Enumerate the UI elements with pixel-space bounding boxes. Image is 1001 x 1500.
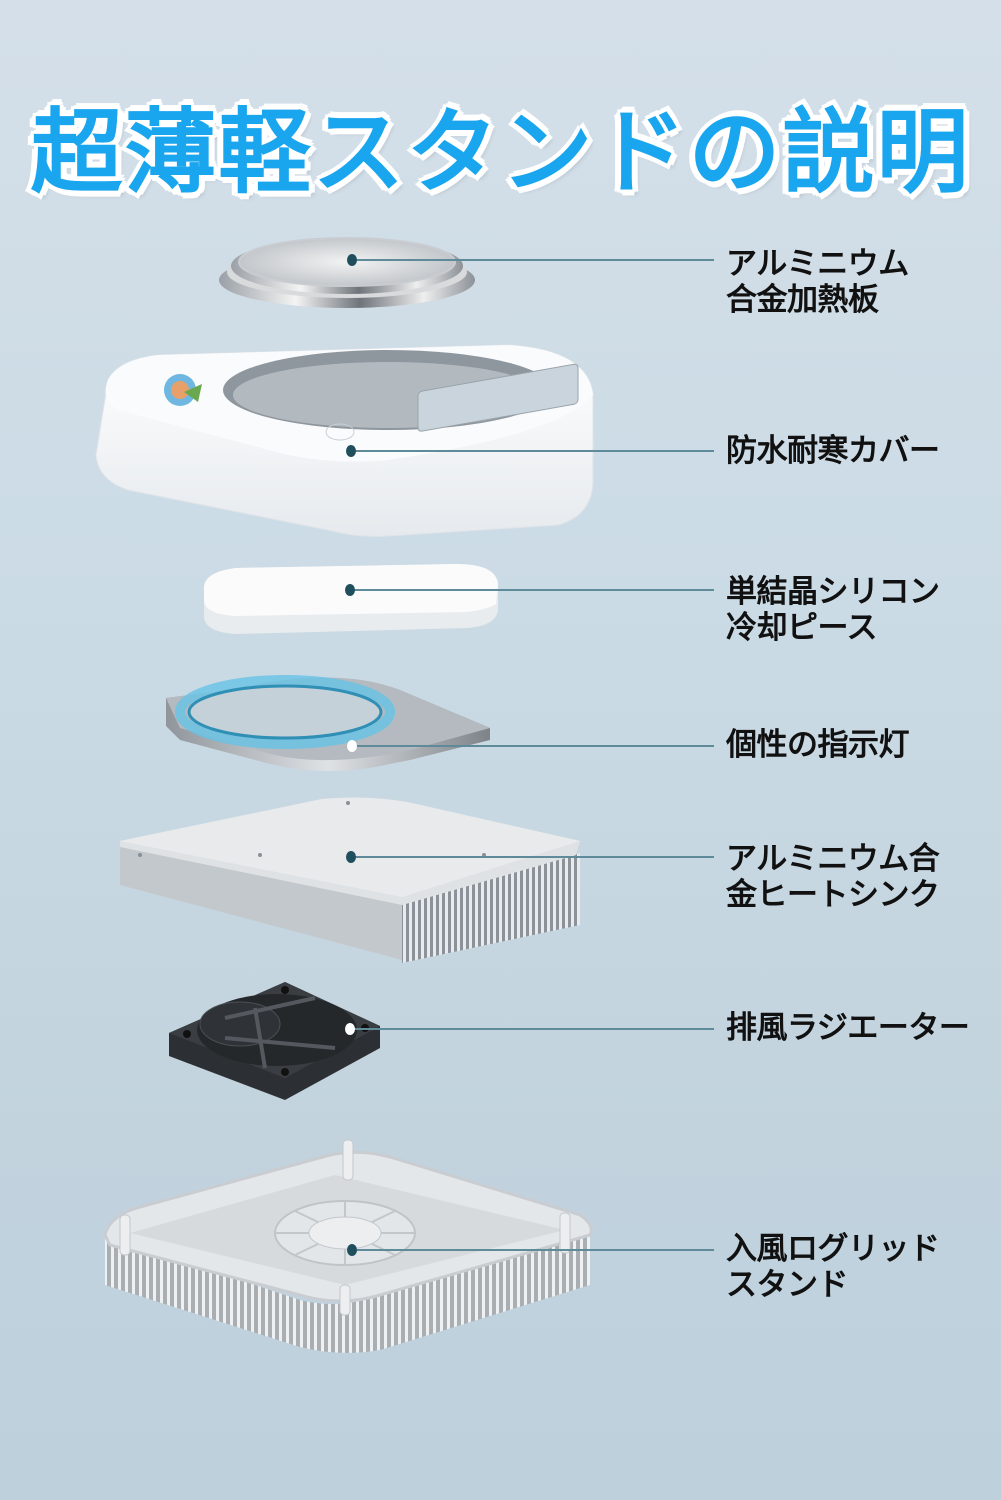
label-line: 単結晶シリコン	[726, 574, 940, 610]
label-line: 合金加熱板	[726, 282, 879, 318]
label-cooling-piece: 単結晶シリコン 冷却ピース	[726, 574, 940, 646]
label-heat-sink: アルミニウム合 金ヒートシンク	[726, 841, 940, 913]
label-line: 排風ラジエーター	[726, 1010, 970, 1046]
label-waterproof-cover: 防水耐寒カバー	[726, 433, 940, 469]
leader-line-exhaust-fan	[350, 1028, 714, 1030]
label-indicator-light: 個性の指示灯	[726, 727, 910, 763]
leader-line-indicator-light	[352, 745, 714, 747]
leader-dot-exhaust-fan	[345, 1023, 355, 1035]
leader-dot-heat-sink	[346, 851, 356, 863]
intake-grid-stand-image	[100, 1135, 600, 1355]
heat-sink-image	[112, 795, 592, 965]
label-intake-grid-stand: 入風ログリッド スタンド	[726, 1231, 940, 1303]
leader-dot-intake-grid-stand	[347, 1244, 357, 1256]
heating-plate-image	[212, 232, 482, 312]
label-line: 入風ログリッド	[726, 1231, 940, 1267]
leader-dot-heating-plate	[347, 254, 357, 266]
leader-line-cooling-piece	[350, 589, 714, 591]
leader-line-heating-plate	[352, 259, 714, 261]
page-title: 超薄軽スタンドの説明	[30, 99, 971, 206]
label-heating-plate: アルミニウム 合金加熱板	[726, 246, 909, 318]
label-line: 金ヒートシンク	[726, 877, 940, 913]
label-line: アルミニウム合	[726, 841, 940, 877]
label-line: アルミニウム	[726, 246, 909, 282]
label-line: 個性の指示灯	[726, 727, 910, 763]
label-line: スタンド	[726, 1267, 848, 1303]
leader-dot-cooling-piece	[345, 584, 355, 596]
leader-line-intake-grid-stand	[352, 1249, 714, 1251]
leader-dot-waterproof-cover	[346, 445, 356, 457]
label-exhaust-fan: 排風ラジエーター	[726, 1010, 970, 1046]
exhaust-fan-image	[165, 978, 385, 1103]
leader-dot-indicator-light	[347, 740, 357, 752]
label-line: 冷却ピース	[726, 610, 877, 646]
indicator-light-image	[160, 670, 510, 780]
brand-logo-icon	[164, 374, 202, 406]
leader-line-waterproof-cover	[351, 450, 714, 452]
waterproof-cover-image	[88, 340, 608, 540]
cooling-piece-image	[196, 560, 506, 640]
leader-line-heat-sink	[351, 856, 714, 858]
label-line: 防水耐寒カバー	[726, 433, 940, 469]
